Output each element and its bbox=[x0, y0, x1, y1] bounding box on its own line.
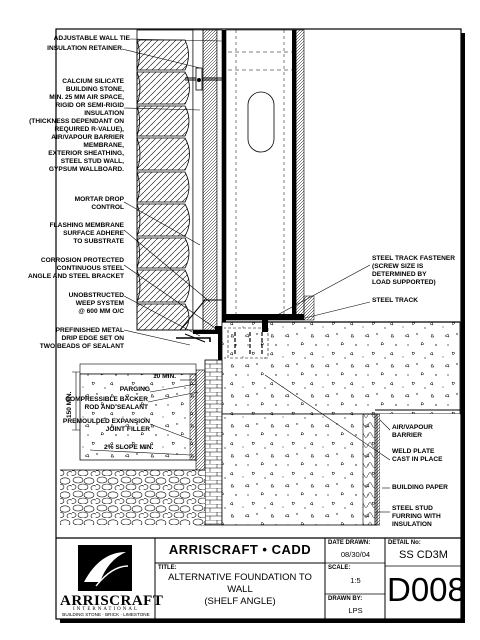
title-label: TITLE: bbox=[158, 565, 177, 571]
label-flashing-membrane: FLASHING MEMBRANE SURFACE ADHERE TO SUBS… bbox=[49, 222, 124, 245]
dim-gap: 10 MIN. bbox=[153, 373, 177, 380]
label-steel-track: STEEL TRACK bbox=[372, 297, 419, 304]
label-expansion-joint: PREMOULDED EXPANSION JOINT FILLER bbox=[62, 418, 150, 433]
drawing-title: ALTERNATIVE FOUNDATION TO WALL (SHELF AN… bbox=[168, 572, 312, 607]
label-wall-assembly: CALCIUM SILICATE BUILDING STONE, MIN. 25… bbox=[29, 78, 124, 173]
label-adjustable-wall-tie: ADJUSTABLE WALL TIE bbox=[53, 35, 130, 42]
label-steel-stud-furring: STEEL STUD FURRING WITH INSULATION bbox=[392, 505, 441, 528]
scale-label: SCALE: bbox=[328, 565, 351, 571]
label-track-fastener: STEEL TRACK FASTENER (SCREW SIZE IS DETE… bbox=[372, 255, 456, 286]
company-name: ARRISCRAFT • CADD bbox=[168, 542, 312, 557]
label-weld-plate: WELD PLATE CAST IN PLACE bbox=[392, 448, 443, 463]
date-label: DATE DRAWN: bbox=[328, 540, 371, 546]
label-steel-angle: CORROSION PROTECTED CONTINUOUS STEEL ANG… bbox=[28, 257, 124, 280]
detail-code: SS CD3M bbox=[399, 549, 448, 561]
dim-height: 150 MIN. bbox=[66, 391, 73, 418]
drawing-number: D008 bbox=[387, 571, 466, 608]
logo-name: ARRISCRAFT bbox=[60, 593, 164, 609]
scale-value: 1:5 bbox=[350, 576, 361, 585]
section-drawing bbox=[60, 29, 461, 526]
label-backer-rod: COMPRESSIBLE BACKER ROD AND SEALANT bbox=[65, 396, 148, 411]
dim-slope: 2% SLOPE MIN. bbox=[104, 444, 154, 451]
title-block bbox=[56, 537, 461, 619]
detail-label: DETAIL No: bbox=[388, 540, 421, 546]
drawn-by-value: LPS bbox=[348, 606, 363, 615]
drawn-by-label: DRAWN BY: bbox=[328, 596, 363, 602]
label-parging: PARGING bbox=[119, 386, 150, 393]
label-building-paper: BUILDING PAPER bbox=[392, 484, 448, 491]
logo-tagline: BUILDING STONE · BRICK · LIMESTONE bbox=[62, 612, 150, 617]
label-air-vapour-barrier: AIR/VAPOUR BARRIER bbox=[392, 424, 433, 439]
label-drip-edge: PREFINISHED METAL DRIP EDGE SET ON TWO B… bbox=[39, 327, 124, 350]
logo-sub: INTERNATIONAL bbox=[73, 607, 139, 612]
label-insulation-retainer: INSULATION RETAINER bbox=[47, 45, 122, 52]
date-value: 08/30/04 bbox=[340, 550, 371, 559]
label-weep-system: UNOBSTRUCTED WEEP SYSTEM @ 600 MM O/C bbox=[68, 292, 124, 315]
label-mortar-drop-control: MORTAR DROP CONTROL bbox=[74, 196, 124, 211]
